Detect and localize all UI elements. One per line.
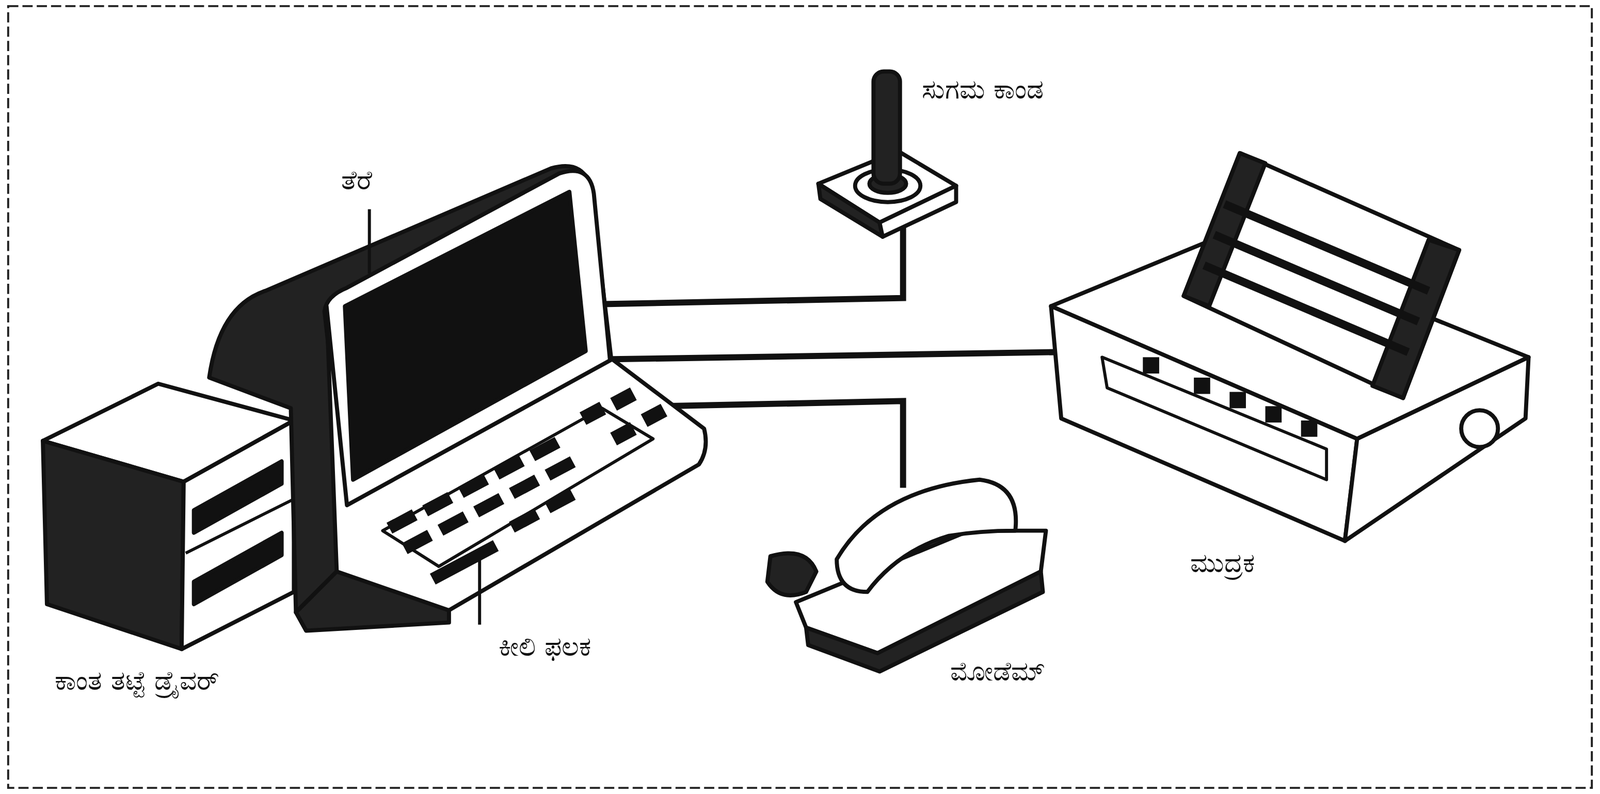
- frame-border: [8, 6, 1592, 789]
- keyboard-label: ಕೀಲಿ ಫಲಕ: [495, 630, 595, 663]
- leader-line: [477, 551, 482, 625]
- printer-label: ಮುದ್ರಕ: [1187, 547, 1258, 580]
- disk-drive-label: ಕಾಂತ ತಟ್ಟೆ ಡ್ರೈವರ್: [51, 664, 223, 697]
- screen-label: ತೆರೆ: [338, 164, 376, 197]
- joystick-label: ಸುಗಮ ಕಾಂಡ: [918, 73, 1047, 106]
- printer: [1050, 153, 1529, 542]
- disk-drive: [42, 384, 294, 650]
- leader-line: [368, 209, 372, 275]
- computer: [209, 166, 706, 631]
- modem-label: ಮೋಡೆಮ್: [947, 655, 1049, 688]
- telephone-modem: [767, 480, 1047, 672]
